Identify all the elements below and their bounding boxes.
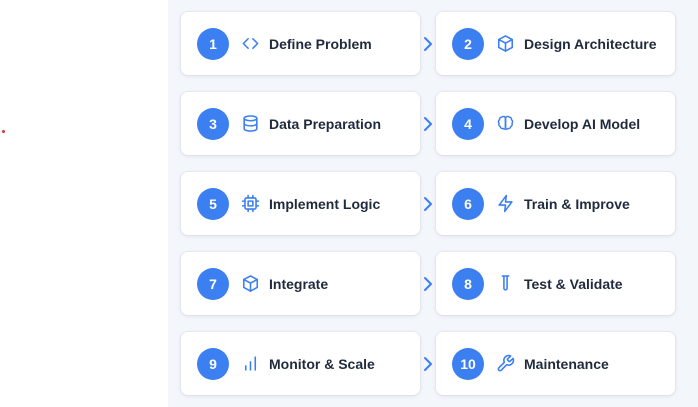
database-icon [240,113,261,134]
step-number-badge: 6 [452,188,484,220]
step-card-8[interactable]: 8 Test & Validate [436,252,675,315]
left-blank-area [0,0,168,407]
chevron-right-icon [421,196,435,212]
wrench-icon [495,353,516,374]
step-label: Train & Improve [524,195,630,212]
step-card-6[interactable]: 6 Train & Improve [436,172,675,235]
step-number-badge: 8 [452,268,484,300]
step-card-1[interactable]: 1 Define Problem [181,12,420,75]
cpu-chip-icon [240,193,261,214]
bar-chart-icon [240,353,261,374]
step-number-badge: 3 [197,108,229,140]
step-label: Data Preparation [269,115,382,132]
step-label: Implement Logic [269,195,381,212]
workflow-panel: 1 Define Problem 2 Design Architecture 3… [168,0,698,407]
brain-icon [495,113,516,134]
step-label: Design Architecture [524,35,657,52]
step-label: Integrate [269,275,329,292]
cube-icon [240,273,261,294]
red-dot-marker [2,130,5,133]
step-number-badge: 5 [197,188,229,220]
step-number-badge: 4 [452,108,484,140]
step-card-7[interactable]: 7 Integrate [181,252,420,315]
step-number-badge: 9 [197,348,229,380]
cube-icon [495,33,516,54]
step-label: Test & Validate [524,275,623,292]
test-tube-icon [495,273,516,294]
step-card-2[interactable]: 2 Design Architecture [436,12,675,75]
step-card-10[interactable]: 10 Maintenance [436,332,675,395]
step-label: Monitor & Scale [269,355,375,372]
step-number-badge: 7 [197,268,229,300]
step-label: Maintenance [524,355,609,372]
lightning-icon [495,193,516,214]
step-number-badge: 1 [197,28,229,60]
chevron-right-icon [421,36,435,52]
step-card-3[interactable]: 3 Data Preparation [181,92,420,155]
step-card-4[interactable]: 4 Develop AI Model [436,92,675,155]
chevron-right-icon [421,356,435,372]
step-label: Define Problem [269,35,372,52]
step-label: Develop AI Model [524,115,641,132]
code-brackets-icon [240,33,261,54]
step-card-5[interactable]: 5 Implement Logic [181,172,420,235]
step-number-badge: 2 [452,28,484,60]
chevron-right-icon [421,116,435,132]
step-number-badge: 10 [452,348,484,380]
step-card-9[interactable]: 9 Monitor & Scale [181,332,420,395]
chevron-right-icon [421,276,435,292]
